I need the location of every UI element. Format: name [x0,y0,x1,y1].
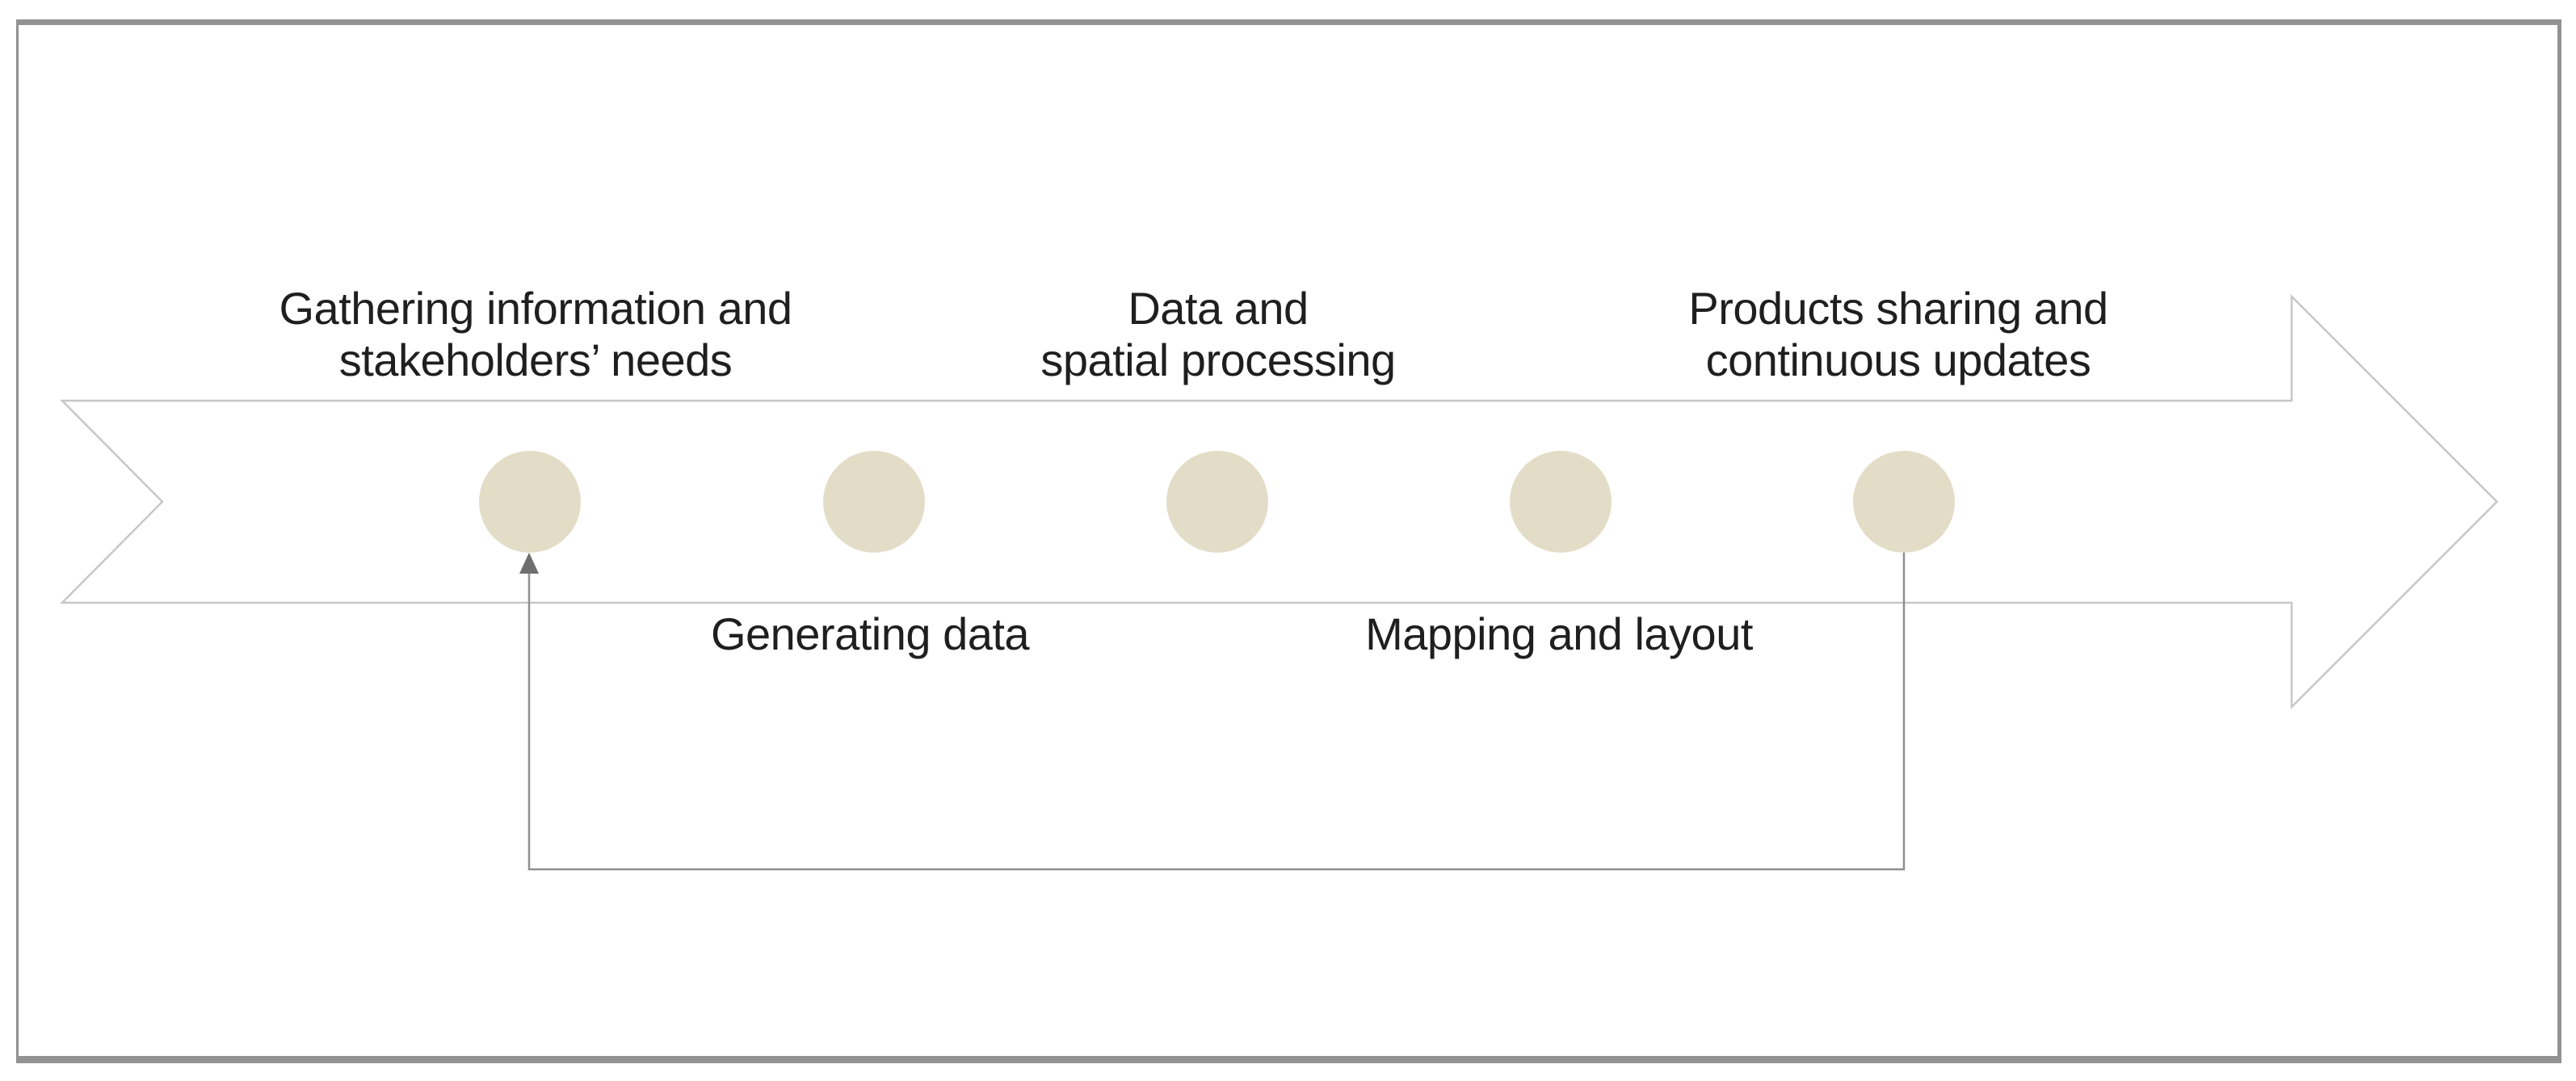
stage-dot-3 [1166,451,1268,553]
process-arrow-shape [59,293,2498,710]
stage-label-generating-data: Generating data [710,608,1030,660]
up-arrowhead-icon [519,553,539,574]
stage-dot-5 [1853,451,1955,553]
stage-label-mapping-layout: Mapping and layout [1365,608,1753,660]
label-line: spatial processing [1040,334,1396,385]
stage-label-data-spatial-processing: Data and spatial processing [1040,283,1396,386]
label-line: Gathering information and [279,283,793,334]
label-line: Generating data [710,608,1030,659]
label-line: Data and [1128,283,1309,334]
label-line: continuous updates [1705,334,2091,385]
label-line: Products sharing and [1688,283,2108,334]
stage-label-gathering-information: Gathering information and stakeholders’ … [279,283,793,386]
label-line: stakeholders’ needs [338,334,733,385]
stage-label-products-sharing: Products sharing and continuous updates [1688,283,2108,386]
label-line: Mapping and layout [1365,608,1753,659]
feedback-loop-line [527,552,1906,871]
stage-dot-1 [479,451,581,553]
stage-dot-4 [1510,451,1612,553]
stage-dot-2 [823,451,925,553]
